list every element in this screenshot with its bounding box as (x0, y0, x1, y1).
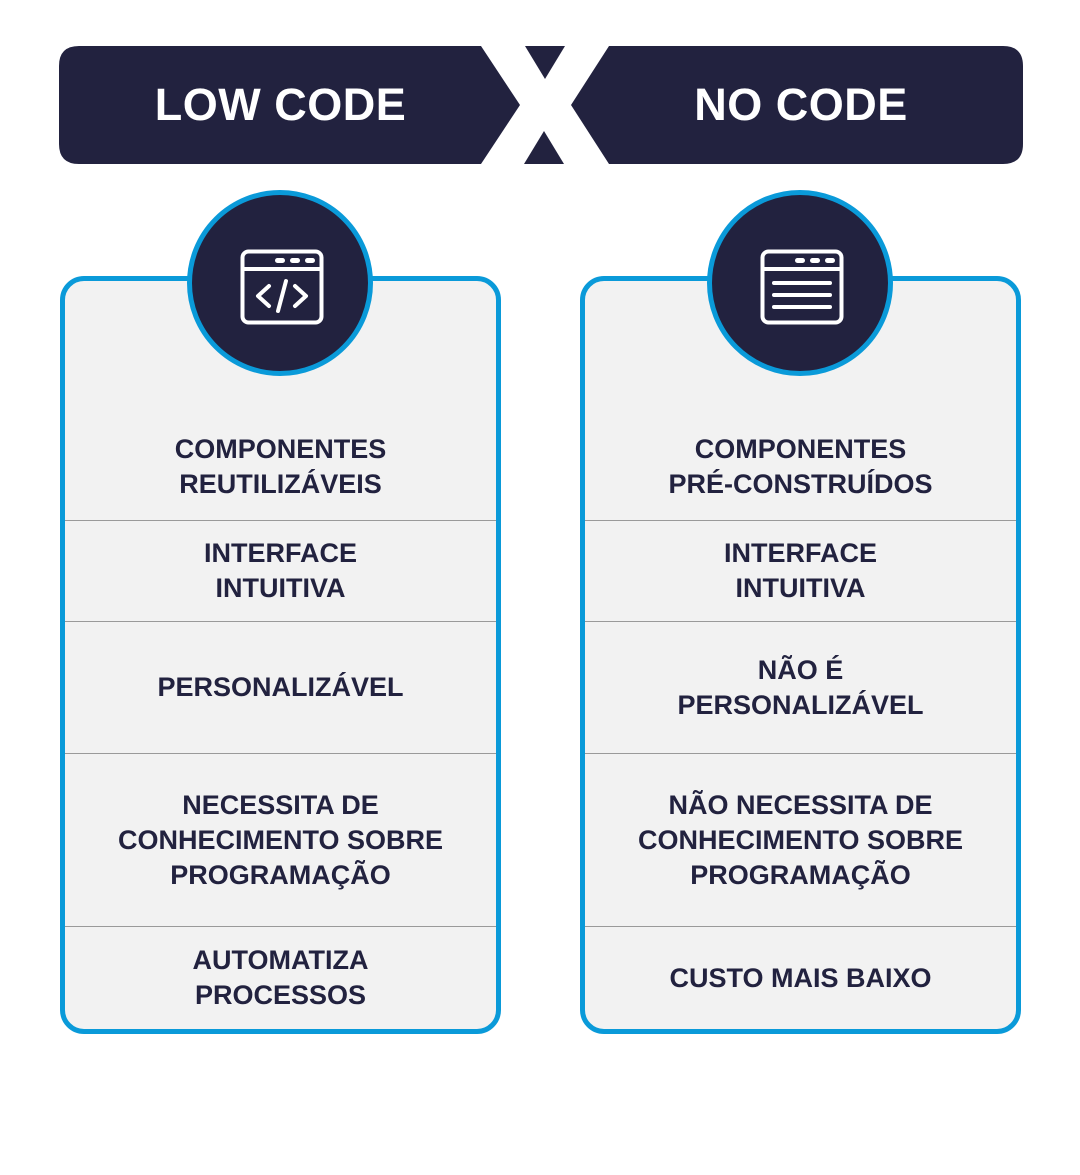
no-code-item-prebuilt-components: COMPONENTES PRÉ-CONSTRUÍDOS (668, 433, 933, 499)
no-code-item-lower-cost: CUSTO MAIS BAIXO (669, 962, 932, 993)
no-code-card: COMPONENTES PRÉ-CONSTRUÍDOS INTERFACE IN… (580, 276, 1021, 1034)
low-code-item-reusable-components: COMPONENTES REUTILIZÁVEIS (174, 433, 387, 499)
low-code-title: LOW CODE (154, 79, 407, 130)
no-code-item-no-programming-needed: NÃO NECESSITA DE CONHECIMENTO SOBRE PROG… (637, 789, 964, 890)
row-divider (585, 520, 1016, 521)
browser-code-icon (240, 249, 324, 325)
low-code-badge (187, 190, 373, 376)
low-code-item-customizable: PERSONALIZÁVEL (157, 672, 404, 702)
header-x-separator-shape (59, 46, 1023, 164)
no-code-badge (707, 190, 893, 376)
row-divider (585, 926, 1016, 927)
row-divider (65, 753, 496, 754)
no-code-item-not-customizable: NÃO É PERSONALIZÁVEL (677, 654, 924, 720)
row-divider (65, 621, 496, 622)
browser-lines-icon (760, 249, 844, 325)
row-divider (65, 926, 496, 927)
low-code-item-intuitive-interface: INTERFACE INTUITIVA (203, 538, 357, 603)
row-divider (585, 621, 1016, 622)
row-divider (65, 520, 496, 521)
no-code-item-intuitive-interface: INTERFACE INTUITIVA (723, 538, 877, 603)
low-code-item-automates-processes: AUTOMATIZA PROCESSOS (192, 945, 369, 1010)
low-code-item-requires-programming: NECESSITA DE CONHECIMENTO SOBRE PROGRAMA… (117, 789, 444, 890)
low-code-card: COMPONENTES REUTILIZÁVEIS INTERFACE INTU… (60, 276, 501, 1034)
comparison-header: LOW CODE NO CODE (59, 46, 1023, 164)
row-divider (585, 753, 1016, 754)
no-code-title: NO CODE (694, 79, 908, 130)
